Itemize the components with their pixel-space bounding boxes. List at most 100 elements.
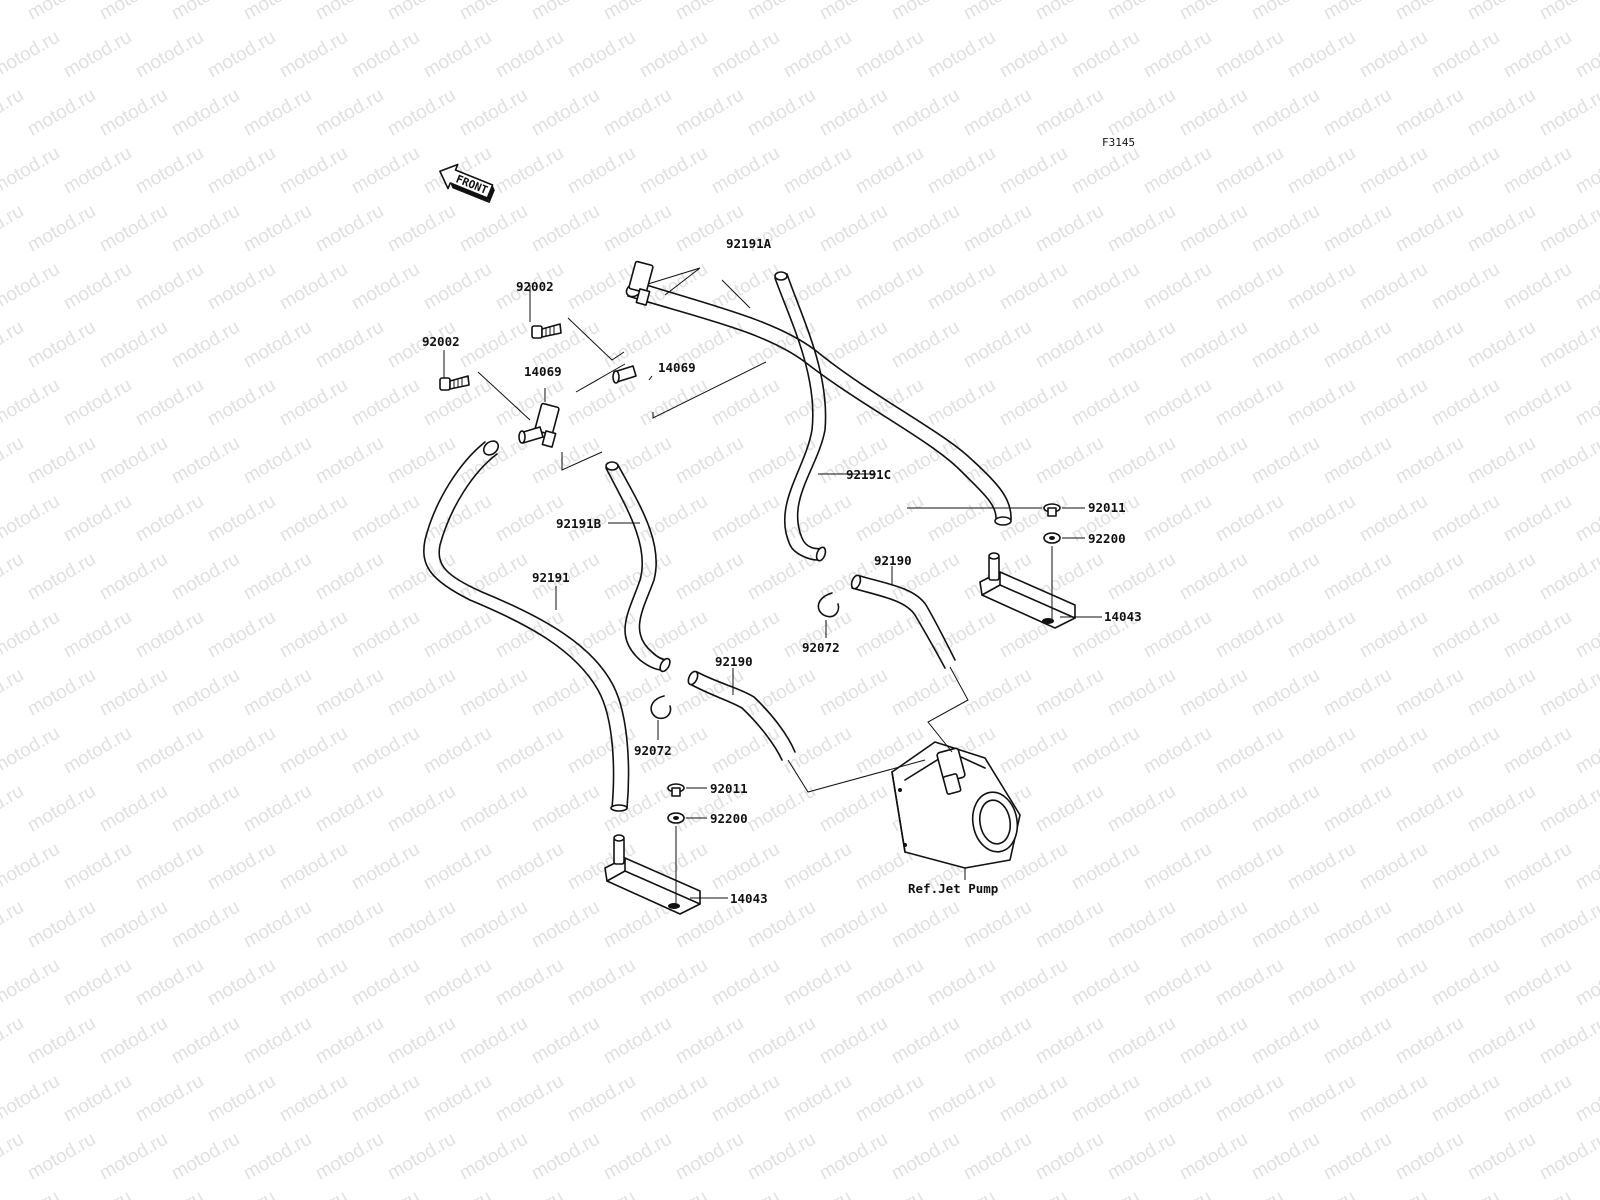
watermark-text: motod.ru [888, 317, 963, 373]
watermark-text: motod.ru [1572, 955, 1600, 1011]
watermark-text: motod.ru [708, 27, 783, 83]
watermark-text: motod.ru [60, 955, 135, 1011]
watermark-text: motod.ru [1500, 1071, 1575, 1127]
watermark-text: motod.ru [1212, 607, 1287, 663]
watermark-text: motod.ru [1464, 665, 1539, 721]
watermark-text: motod.ru [1464, 317, 1539, 373]
watermark-text: motod.ru [960, 0, 1035, 24]
watermark-text: motod.ru [888, 201, 963, 257]
watermark-text: motod.ru [888, 1013, 963, 1069]
watermark-text: motod.ru [240, 433, 315, 489]
watermark-text: motod.ru [1356, 491, 1431, 547]
watermark-text: motod.ru [708, 723, 783, 779]
watermark-text: motod.ru [1500, 491, 1575, 547]
watermark-text: motod.ru [672, 665, 747, 721]
watermark-text: motod.ru [600, 0, 675, 24]
watermark-text: motod.ru [240, 201, 315, 257]
watermark-text: motod.ru [1212, 839, 1287, 895]
watermark-text: motod.ru [996, 259, 1071, 315]
watermark-text: motod.ru [384, 665, 459, 721]
watermark-text: motod.ru [96, 1013, 171, 1069]
watermark-text: motod.ru [168, 1013, 243, 1069]
label-14043-left: 14043 [730, 891, 768, 906]
watermark-text: motod.ru [24, 0, 99, 24]
watermark-text: motod.ru [60, 723, 135, 779]
watermark-text: motod.ru [1248, 665, 1323, 721]
watermark-text: motod.ru [96, 897, 171, 953]
watermark-text: motod.ru [456, 1013, 531, 1069]
watermark-text: motod.ru [420, 1187, 495, 1200]
watermark-text: motod.ru [1572, 839, 1600, 895]
watermark-text: motod.ru [564, 27, 639, 83]
watermark-text: motod.ru [600, 85, 675, 141]
watermark-text: motod.ru [0, 259, 63, 315]
watermark-text: motod.ru [348, 259, 423, 315]
watermark-text: motod.ru [996, 375, 1071, 431]
watermark-text: motod.ru [492, 143, 567, 199]
watermark-text: motod.ru [312, 0, 387, 24]
watermark-text: motod.ru [960, 201, 1035, 257]
watermark-text: motod.ru [348, 375, 423, 431]
watermark-text: motod.ru [312, 665, 387, 721]
watermark-text: motod.ru [1212, 955, 1287, 1011]
watermark-text: motod.ru [0, 723, 63, 779]
watermark-text: motod.ru [204, 259, 279, 315]
watermark-text: motod.ru [60, 143, 135, 199]
watermark-text: motod.ru [528, 897, 603, 953]
watermark-text: motod.ru [816, 665, 891, 721]
watermark-text: motod.ru [1140, 27, 1215, 83]
hose-92191b [605, 461, 671, 673]
watermark-text: motod.ru [852, 1071, 927, 1127]
watermark-text: motod.ru [1284, 491, 1359, 547]
watermark-text: motod.ru [744, 85, 819, 141]
watermark-text: motod.ru [708, 143, 783, 199]
watermark-text: motod.ru [780, 1071, 855, 1127]
label-14043-right: 14043 [1104, 609, 1142, 624]
watermark-text: motod.ru [1500, 723, 1575, 779]
watermark-text: motod.ru [708, 259, 783, 315]
watermark-text: motod.ru [1320, 0, 1395, 24]
watermark-text: motod.ru [384, 781, 459, 837]
watermark-text: motod.ru [1104, 665, 1179, 721]
watermark-text: motod.ru [24, 1129, 99, 1185]
watermark-text: motod.ru [1104, 1129, 1179, 1185]
watermark-text: motod.ru [384, 549, 459, 605]
watermark-text: motod.ru [60, 259, 135, 315]
watermark-text: motod.ru [1464, 549, 1539, 605]
leader-lines [443, 267, 1102, 905]
watermark-text: motod.ru [24, 665, 99, 721]
watermark-text: motod.ru [1392, 433, 1467, 489]
label-92200-right: 92200 [1088, 531, 1126, 546]
watermark-text: motod.ru [1104, 317, 1179, 373]
watermark-text: motod.ru [1248, 201, 1323, 257]
watermark-text: motod.ru [816, 1129, 891, 1185]
watermark-text: motod.ru [168, 433, 243, 489]
watermark-text: motod.ru [1140, 143, 1215, 199]
watermark-text: motod.ru [1248, 0, 1323, 24]
watermark-text: motod.ru [1320, 665, 1395, 721]
watermark-text: motod.ru [528, 1129, 603, 1185]
watermark-text: motod.ru [132, 955, 207, 1011]
watermark-text: motod.ru [384, 1129, 459, 1185]
watermark-text: motod.ru [672, 433, 747, 489]
watermark-text: motod.ru [1032, 85, 1107, 141]
watermark-text: motod.ru [24, 897, 99, 953]
watermark-text: motod.ru [1464, 897, 1539, 953]
watermark-text: motod.ru [636, 955, 711, 1011]
watermark-text: motod.ru [1392, 201, 1467, 257]
watermark-text: motod.ru [1176, 549, 1251, 605]
watermark-text: motod.ru [1536, 317, 1600, 373]
watermark-text: motod.ru [1500, 607, 1575, 663]
watermark-text: motod.ru [1176, 0, 1251, 24]
watermark-text: motod.ru [60, 491, 135, 547]
watermark-text: motod.ru [1428, 723, 1503, 779]
watermark-text: motod.ru [24, 1013, 99, 1069]
watermark-text: motod.ru [672, 1013, 747, 1069]
watermark-text: motod.ru [1068, 839, 1143, 895]
watermark-text: motod.ru [276, 1071, 351, 1127]
watermark-text: motod.ru [132, 259, 207, 315]
watermark-text: motod.ru [0, 317, 27, 373]
bracket-14043-right [979, 552, 1076, 629]
watermark-text: motod.ru [1032, 781, 1107, 837]
